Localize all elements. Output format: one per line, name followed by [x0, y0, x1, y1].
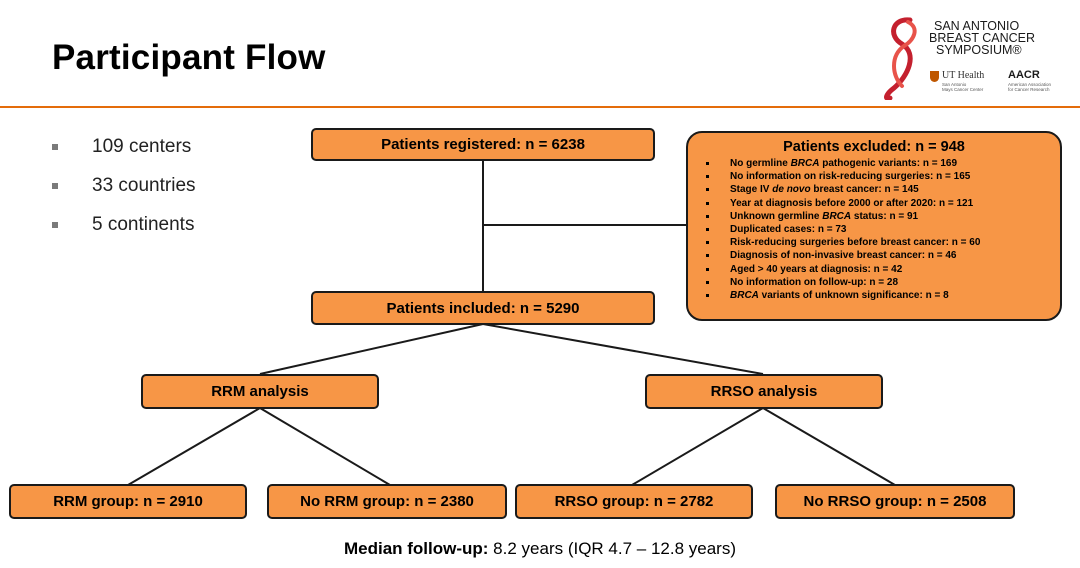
exclusion-text: Unknown germline: [730, 210, 823, 222]
exclusion-emphasis: BRCA: [730, 290, 759, 302]
stat-text: 109 centers: [92, 136, 192, 157]
exclusion-text: Year at diagnosis before 2000 or after 2…: [730, 197, 974, 209]
aacr-sub-line1: American Association: [1008, 82, 1052, 87]
no-rrso-group-box: No RRSO group: n = 2508: [775, 484, 1015, 519]
bullet-icon: [706, 294, 709, 298]
exclusion-text: Stage IV: [730, 184, 773, 196]
rrso-group-box: RRSO group: n = 2782: [515, 484, 753, 519]
connector-included-rrso: [482, 323, 764, 375]
aacr-subtext: American Association for Cancer Research: [1008, 82, 1051, 92]
exclusion-item: No information on follow-up: n = 28: [702, 276, 980, 289]
bullet-icon: [706, 188, 709, 192]
connector-rrso-group: [631, 407, 764, 486]
exclusion-item: Year at diagnosis before 2000 or after 2…: [702, 197, 980, 210]
exclusion-emphasis: BRCA: [790, 158, 820, 169]
rrm-analysis-box: RRM analysis: [141, 374, 379, 409]
bullet-icon: [706, 241, 709, 245]
exclusion-text: No germline: [730, 158, 791, 169]
aacr-text: AACR: [1008, 69, 1040, 81]
exclusion-emphasis: de novo: [772, 184, 811, 196]
connector-included-rrm: [259, 323, 484, 375]
exclusion-item: Duplicated cases: n = 73: [702, 223, 980, 236]
ribbon-logo-icon: [884, 17, 917, 100]
included-box: Patients included: n = 5290: [311, 291, 655, 325]
exclusion-item: Risk-reducing surgeries before breast ca…: [702, 236, 980, 249]
follow-up-value: 8.2 years (IQR 4.7 – 12.8 years): [488, 539, 737, 558]
ut-health-text: UT Health: [942, 70, 985, 81]
exclusion-text: Risk-reducing surgeries before breast ca…: [730, 237, 981, 249]
bullet-square-icon: [52, 222, 58, 228]
ut-sub-line1: San Antonio: [942, 82, 967, 87]
exclusion-text: No information on risk-reducing surgerie…: [730, 171, 971, 183]
exclusion-item: BRCA variants of unknown significance: n…: [702, 289, 980, 302]
bullet-icon: [706, 162, 709, 165]
exclusion-item: No information on risk-reducing surgerie…: [702, 170, 980, 183]
exclusion-text-tail: status: n = 91: [851, 210, 919, 222]
excluded-title: Patients excluded: n = 948: [783, 139, 965, 155]
bullet-icon: [706, 201, 709, 205]
title-divider: [0, 106, 1080, 108]
exclusion-item: Unknown germline BRCA status: n = 91: [702, 210, 980, 223]
stat-text: 33 countries: [92, 175, 196, 196]
bullet-square-icon: [52, 183, 58, 189]
exclusion-item: No germline BRCA pathogenic variants: n …: [702, 157, 980, 170]
exclusion-text-tail: breast cancer: n = 145: [810, 184, 919, 196]
follow-up-note: Median follow-up: 8.2 years (IQR 4.7 – 1…: [0, 539, 1080, 559]
bullet-icon: [706, 280, 709, 284]
stat-text: 5 continents: [92, 214, 195, 235]
connector-rrm-nogroup: [259, 407, 391, 486]
exclusion-item: Stage IV de novo breast cancer: n = 145: [702, 183, 980, 196]
ut-shield-icon: [930, 71, 939, 82]
slide-title: Participant Flow: [52, 38, 326, 77]
exclusion-emphasis: BRCA: [822, 210, 852, 222]
no-rrm-group-box: No RRM group: n = 2380: [267, 484, 507, 519]
rrm-group-box: RRM group: n = 2910: [9, 484, 247, 519]
bullet-square-icon: [52, 144, 58, 150]
sabcs-logo: SAN ANTONIO BREAST CANCER SYMPOSIUM® UT …: [878, 14, 1058, 100]
exclusion-list: No germline BRCA pathogenic variants: n …: [702, 157, 980, 302]
exclusion-text-tail: variants of unknown significance: n = 8: [758, 290, 949, 302]
logo-text-line3: SYMPOSIUM®: [936, 43, 1022, 57]
bullet-icon: [706, 267, 709, 271]
stats-list: 109 centers 33 countries 5 continents: [52, 136, 196, 253]
stat-item: 33 countries: [52, 175, 196, 214]
logo-text-line2: BREAST CANCER: [929, 31, 1036, 45]
exclusion-item: Diagnosis of non-invasive breast cancer:…: [702, 249, 980, 262]
exclusion-text: Duplicated cases: n = 73: [730, 224, 847, 236]
aacr-sub-line2: for Cancer Research: [1008, 87, 1050, 92]
connector-rrm-group: [127, 407, 261, 486]
bullet-icon: [706, 175, 709, 179]
exclusion-text: No information on follow-up: n = 28: [730, 276, 899, 288]
exclusion-text: Aged > 40 years at diagnosis: n = 42: [730, 263, 903, 275]
logo-text-line1: SAN ANTONIO: [934, 19, 1020, 33]
registered-box: Patients registered: n = 6238: [311, 128, 655, 161]
ut-sub-line2: Mays Cancer Center: [942, 87, 984, 92]
rrso-analysis-box: RRSO analysis: [645, 374, 883, 409]
bullet-icon: [706, 228, 709, 232]
ut-health-subtext: San Antonio Mays Cancer Center: [942, 82, 983, 92]
follow-up-label: Median follow-up:: [343, 539, 489, 558]
connector-rrso-nogroup: [762, 407, 896, 486]
excluded-box: Patients excluded: n = 948 No germline B…: [686, 131, 1062, 321]
bullet-icon: [706, 214, 709, 218]
bullet-icon: [706, 254, 709, 258]
exclusion-text: Diagnosis of non-invasive breast cancer:…: [730, 250, 957, 262]
exclusion-item: Aged > 40 years at diagnosis: n = 42: [702, 263, 980, 276]
exclusion-text-tail: pathogenic variants: n = 169: [819, 158, 958, 169]
stat-item: 109 centers: [52, 136, 196, 175]
stat-item: 5 continents: [52, 214, 196, 253]
